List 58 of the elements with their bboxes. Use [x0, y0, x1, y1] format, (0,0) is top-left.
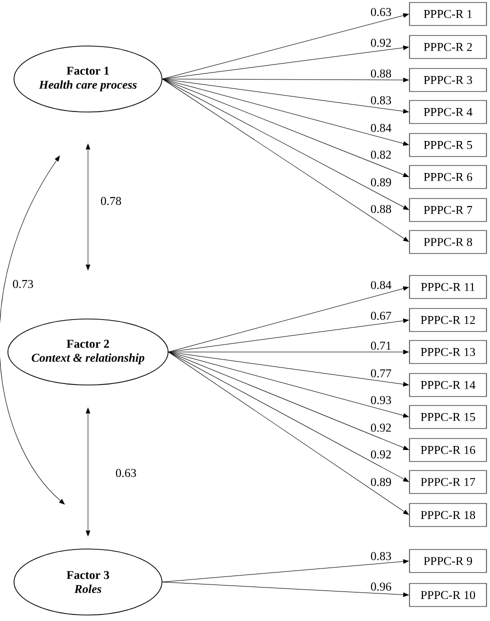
indicator-box: PPPC-R 10 [409, 583, 487, 607]
edge-label: 0.89 [370, 476, 392, 488]
edge-label: 0.83 [370, 95, 392, 106]
edge-label: 0.82 [370, 150, 392, 160]
arrow [168, 352, 409, 418]
edge-label: 0.84 [370, 122, 392, 133]
edge-label: 0.84 [370, 280, 392, 290]
arrow [162, 582, 409, 597]
indicator-box: PPPC-R 6 [409, 165, 487, 189]
edge-label: 0.88 [370, 68, 392, 79]
indicator-box: PPPC-R 3 [409, 68, 487, 92]
indicator-box: PPPC-R 17 [409, 470, 487, 494]
edge-label: 0.96 [370, 582, 392, 592]
indicator-box: PPPC-R 15 [409, 405, 487, 429]
edge-label: 0.77 [370, 368, 392, 378]
indicator-box: PPPC-R 11 [409, 275, 487, 299]
edge-label: 0.73 [12, 278, 34, 290]
indicator-box: PPPC-R 2 [409, 35, 487, 59]
indicator-box: PPPC-R 14 [409, 373, 487, 397]
arrow [0, 156, 65, 504]
edge-label: 0.93 [370, 395, 392, 406]
indicator-box: PPPC-R 1 [409, 2, 487, 26]
indicator-box: PPPC-R 13 [409, 340, 487, 364]
arrow [162, 78, 409, 146]
indicator-box: PPPC-R 18 [409, 503, 487, 527]
arrow [168, 352, 409, 386]
indicator-box: PPPC-R 12 [409, 308, 487, 332]
indicator-box: PPPC-R 7 [409, 198, 487, 222]
edge-label: 0.88 [370, 204, 392, 214]
arrow [162, 78, 409, 82]
arrow [86, 408, 90, 536]
arrow [162, 13, 409, 80]
indicator-box: PPPC-R 4 [409, 100, 487, 124]
arrow [162, 78, 409, 177]
arrow [168, 352, 409, 515]
edge-label: 0.92 [370, 422, 392, 433]
arrow [168, 286, 409, 352]
indicator-box: PPPC-R 9 [409, 549, 487, 573]
edge-label: 0.92 [370, 38, 392, 48]
arrow [168, 352, 409, 482]
arrow [168, 352, 409, 450]
edge-label: 0.63 [370, 6, 392, 18]
edge-label: 0.89 [370, 177, 392, 188]
indicator-box: PPPC-R 5 [409, 133, 487, 157]
edge-label: 0.78 [100, 196, 122, 206]
arrow [168, 350, 409, 354]
edge-label: 0.67 [370, 310, 392, 321]
indicator-box: PPPC-R 8 [409, 230, 487, 254]
edge-label: 0.92 [370, 449, 392, 460]
edge-label: 0.71 [370, 340, 392, 351]
arrow [86, 144, 90, 270]
arrow [162, 78, 409, 114]
indicator-box: PPPC-R 16 [409, 438, 487, 462]
edge-label: 0.63 [114, 468, 138, 478]
arrow [162, 559, 409, 582]
arrow [162, 78, 409, 242]
arrow [162, 78, 409, 210]
edge-label: 0.83 [370, 551, 392, 562]
